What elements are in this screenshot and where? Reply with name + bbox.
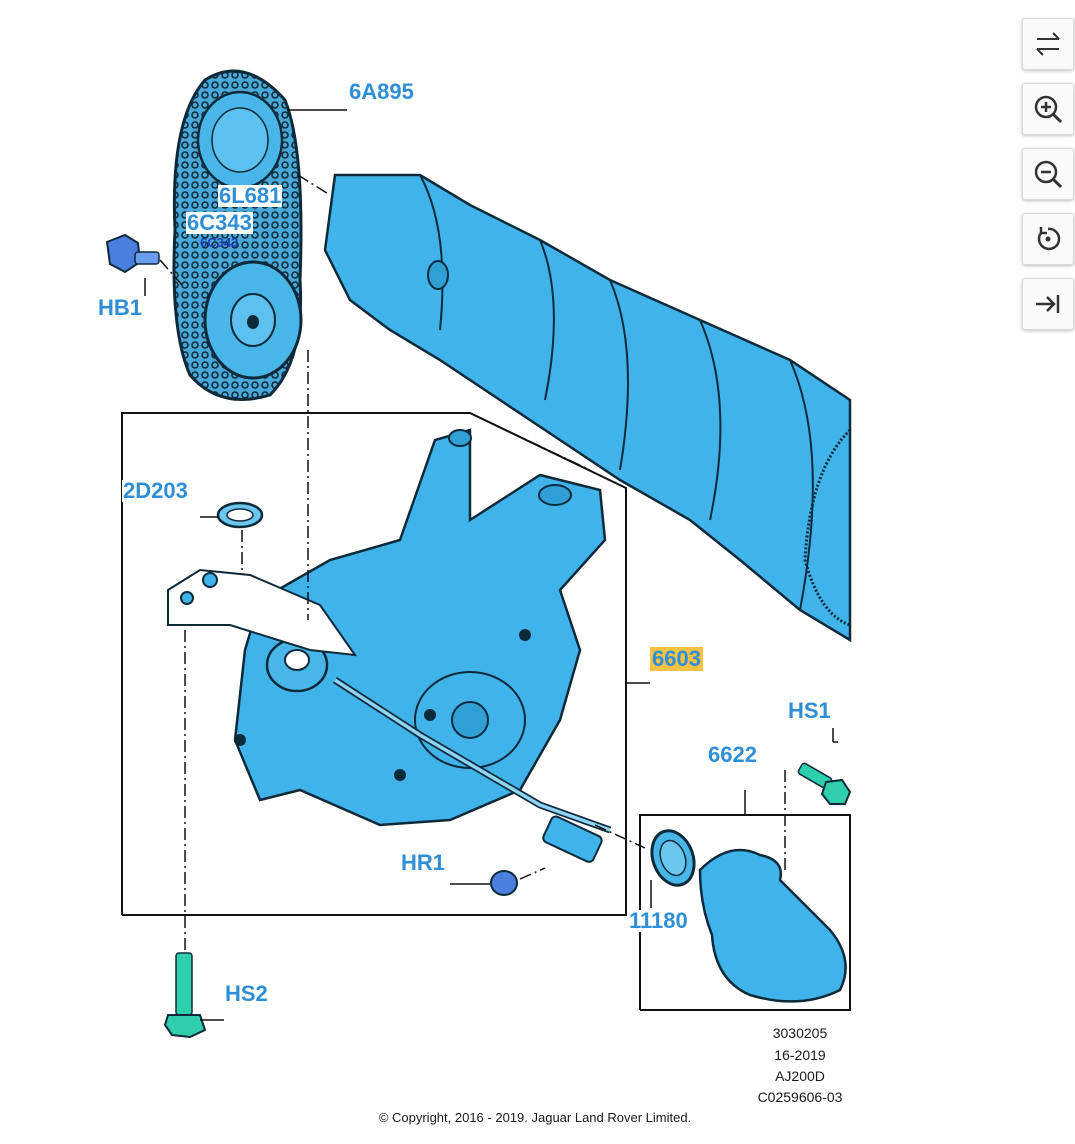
diagram-ref-line4: C0259606-03 — [757, 1089, 843, 1105]
callout-11180[interactable]: 11180 — [628, 908, 689, 933]
callout-hr1[interactable]: HR1 — [401, 850, 446, 875]
callout-6a895[interactable]: 6A895 — [348, 79, 415, 104]
callout-hs2[interactable]: HS2 — [225, 981, 268, 1006]
callout-hb1[interactable]: HB1 — [98, 295, 143, 320]
zoom-out-icon — [1034, 160, 1063, 189]
reset-button[interactable] — [1022, 213, 1074, 265]
diagram-toolbar — [1022, 18, 1074, 343]
callout-2d203[interactable]: 2D203 — [122, 478, 189, 503]
callout-6603[interactable]: 6603 — [650, 646, 703, 671]
collapse-panel-button[interactable] — [1022, 278, 1074, 330]
copyright-notice: © Copyright, 2016 - 2019. Jaguar Land Ro… — [378, 1110, 692, 1125]
zoom-out-button[interactable] — [1022, 148, 1074, 200]
oil-pickup-part — [698, 848, 847, 1003]
pickup-frame — [639, 814, 851, 1011]
bolt-hs2-part — [163, 952, 207, 1039]
crankshaft-part — [323, 173, 852, 643]
o-ring-part — [650, 829, 696, 887]
exploded-parts-diagram — [105, 69, 852, 1039]
diagram-ref-line1: 3030205 — [772, 1025, 828, 1041]
gasket-part — [216, 501, 264, 529]
timing-chain-part — [172, 69, 303, 401]
swap-button[interactable] — [1022, 18, 1074, 70]
nut-hr1-part — [490, 870, 518, 896]
oil-pump-housing-part — [167, 428, 612, 863]
callout-6l681[interactable]: 6L681 — [218, 183, 283, 208]
diagram-ref-line2: 16-2019 — [774, 1047, 826, 1063]
callout-6c343-sub: 6C343 — [200, 235, 239, 250]
bolt-hb1-part — [105, 233, 160, 274]
callout-6c343[interactable]: 6C343 — [186, 210, 253, 235]
callout-6622[interactable]: 6622 — [708, 742, 757, 767]
swap-icon — [1036, 32, 1060, 56]
zoom-in-icon — [1034, 95, 1063, 124]
diagram-ref-line3: AJ200D — [775, 1068, 825, 1084]
callout-hs1[interactable]: HS1 — [788, 698, 831, 723]
zoom-in-button[interactable] — [1022, 83, 1074, 135]
reset-rotate-icon — [1037, 227, 1061, 251]
collapse-panel-icon — [1036, 295, 1060, 313]
bolt-hs1-part — [797, 762, 852, 805]
